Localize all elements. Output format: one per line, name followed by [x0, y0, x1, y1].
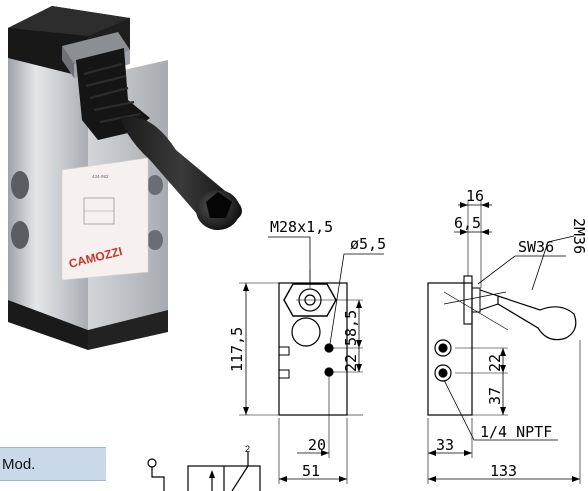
side-view-body	[427, 282, 473, 416]
front-port-offset-label: 20	[308, 436, 326, 454]
side-port-offset-label: 33	[436, 436, 454, 454]
pneumatic-symbol	[147, 452, 261, 491]
front-port-mark-upper	[278, 346, 290, 356]
photo-label-model: 434-982	[92, 174, 109, 179]
symbol-actuator-circle	[147, 458, 157, 468]
model-table-header-label: Mod.	[2, 456, 36, 473]
side-lever-label: 2M36	[570, 218, 588, 254]
side-port-thread-label: 1/4 NPTF	[480, 423, 552, 441]
side-nut-offset-label: 6,5	[454, 214, 481, 232]
side-lever-handle	[497, 295, 577, 341]
front-port-hole-lower	[324, 367, 334, 377]
front-thread-label: M28x1,5	[270, 218, 333, 236]
side-boot	[479, 289, 499, 311]
model-table-header: Mod.	[0, 447, 106, 481]
side-length-label: 133	[490, 462, 517, 480]
side-port-pitch-label: 22	[486, 354, 504, 372]
symbol-port-number: 2	[245, 444, 250, 454]
side-port-lower	[434, 364, 452, 382]
front-height-label: 117,5	[228, 327, 246, 372]
front-center-distance-label: 58,5	[342, 310, 360, 346]
side-port-height-label: 37	[486, 387, 504, 405]
side-port-upper	[434, 339, 452, 357]
symbol-actuator-line	[151, 467, 165, 491]
symbol-cross-line	[231, 465, 249, 491]
front-port-pitch-label: 22	[342, 354, 360, 372]
side-lever-offset-label: 16	[466, 187, 484, 205]
side-stem	[471, 287, 481, 313]
front-port-hole-upper	[324, 343, 334, 353]
side-wrench-label: SW36	[518, 238, 554, 256]
front-width-label: 51	[302, 462, 320, 480]
front-hole-label: ø5,5	[350, 235, 386, 253]
front-port-mark-lower	[278, 369, 290, 379]
front-lever-knob	[291, 317, 321, 347]
front-view-drawing	[239, 236, 384, 484]
side-view-drawing	[427, 200, 581, 484]
product-photo: 434-982 CAMOZZI	[8, 6, 242, 350]
